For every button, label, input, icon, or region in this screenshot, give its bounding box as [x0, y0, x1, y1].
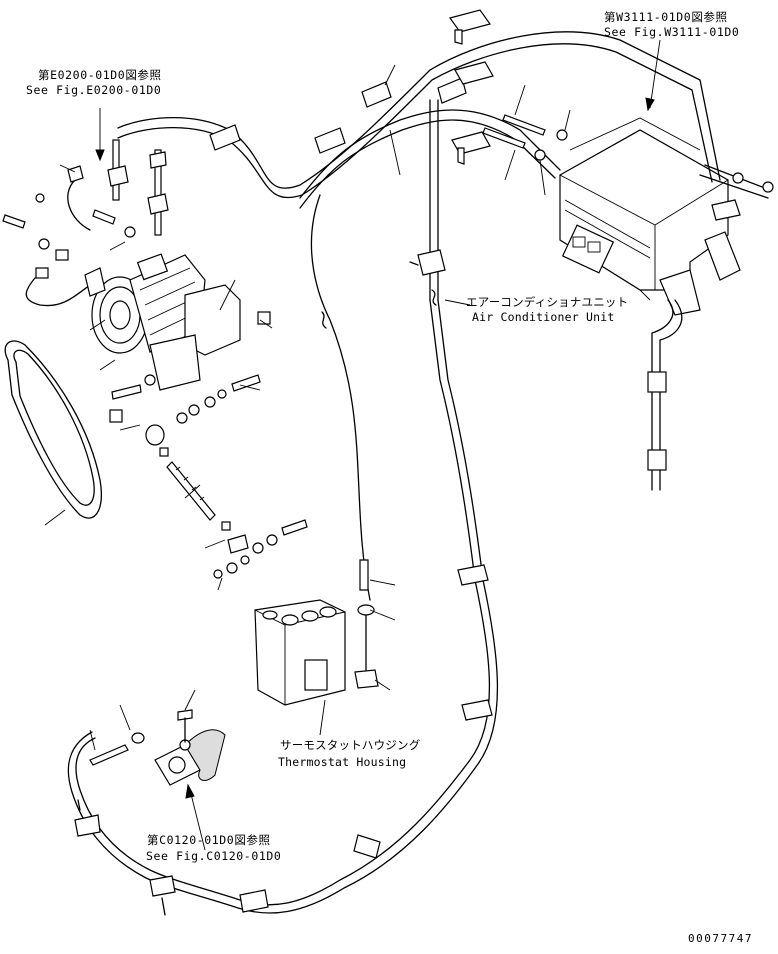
leader-lines — [44, 39, 661, 851]
compressor — [91, 139, 271, 391]
ref-e0200-jp: 第E0200-01D0図参照 — [38, 68, 162, 82]
ref-w3111-en: See Fig.W3111-01D0 — [604, 25, 740, 39]
ref-w3111-jp: 第W3111-01D0図参照 — [604, 10, 728, 24]
label-air-conditioner-jp: エアーコンディショナユニット — [466, 295, 629, 309]
air-conditioner-unit — [559, 117, 774, 491]
drive-belt — [4, 340, 102, 519]
ref-e0200-en: See Fig.E0200-01D0 — [26, 83, 162, 97]
heater-hoses — [67, 194, 499, 916]
ref-c0120-jp: 第C0120-01D0図参照 — [147, 833, 271, 847]
drawing-number: 00077747 — [688, 932, 753, 945]
label-thermostat-en: Thermostat Housing — [278, 755, 407, 769]
label-air-conditioner-en: Air Conditioner Unit — [472, 310, 615, 324]
ref-c0120-en: See Fig.C0120-01D0 — [146, 849, 282, 863]
refrigerant-hoses — [117, 9, 721, 306]
thermostat-housing — [254, 559, 379, 706]
water-flange — [89, 709, 226, 786]
label-thermostat-jp: サーモスタットハウジング — [280, 738, 421, 752]
fasteners — [2, 165, 308, 579]
